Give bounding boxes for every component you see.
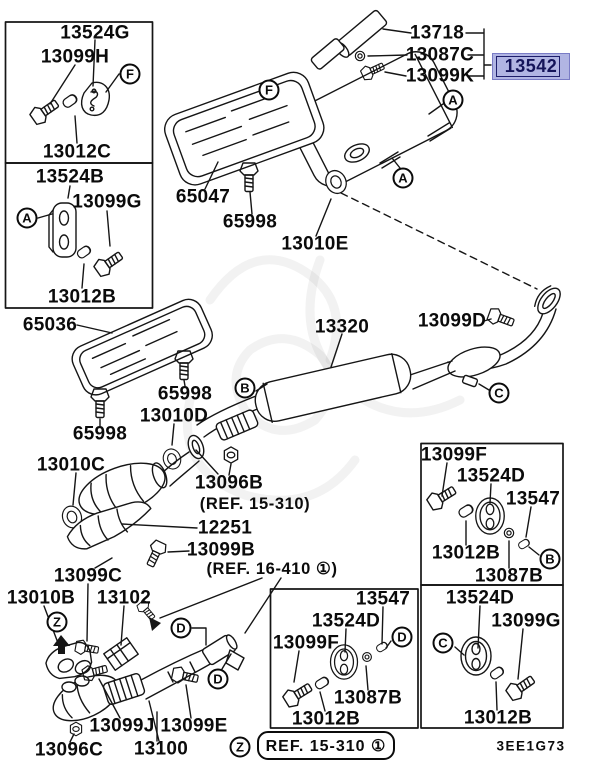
- part-label-13096b: 13096B: [194, 472, 264, 494]
- part-label-13102: 13102: [96, 587, 152, 609]
- part-label-13099d: 13099D: [417, 310, 487, 332]
- ref-marker-a: A: [442, 89, 464, 111]
- part-label-13087b: 13087B: [333, 687, 403, 709]
- part-label-13012b: 13012B: [47, 286, 117, 308]
- downpipe-drawing: [447, 285, 561, 388]
- direction-arrow: [53, 635, 70, 654]
- part-label-65998: 65998: [157, 383, 213, 405]
- front-pipe-13100: [45, 598, 245, 737]
- part-label-13524b: 13524B: [35, 166, 105, 188]
- part-label-65998: 65998: [72, 423, 128, 445]
- center-pipe-13320: [160, 352, 456, 472]
- dashed-locator-line: [340, 192, 538, 290]
- leader-lines: [37, 39, 540, 743]
- group-boxes: [4, 21, 564, 729]
- ref-marker-f: F: [258, 79, 280, 101]
- part-label-13547: 13547: [505, 488, 561, 510]
- part-label-13547: 13547: [355, 588, 411, 610]
- ref-marker-z: Z: [229, 736, 251, 758]
- part-label-13087b: 13087B: [474, 565, 544, 587]
- part-label-13099h: 13099H: [40, 46, 110, 68]
- ref-arrow: [149, 617, 161, 631]
- diagram-code: 3EE1G73: [496, 738, 566, 754]
- part-label-65047: 65047: [175, 186, 231, 208]
- part-label-13012c: 13012C: [42, 141, 112, 163]
- part-label-13524d: 13524D: [456, 465, 526, 487]
- ref-marker-d: D: [207, 668, 229, 690]
- part-label-13010c: 13010C: [36, 454, 106, 476]
- part-label-13320: 13320: [314, 316, 370, 338]
- part-label-13524d: 13524D: [311, 610, 381, 632]
- part-label-13099j: 13099J: [89, 715, 155, 737]
- part-label-13099e: 13099E: [160, 715, 228, 737]
- ref-marker-b: B: [539, 548, 561, 570]
- part-label-13524d: 13524D: [445, 587, 515, 609]
- hanger-kit-13524b: [48, 202, 127, 280]
- ref-marker-z: Z: [46, 611, 68, 633]
- part-label-13087c: 13087C: [405, 44, 475, 66]
- hanger-kit-13524d-c: [460, 636, 539, 704]
- part-label-65998: 65998: [222, 211, 278, 233]
- heat-shield-65036: [71, 298, 213, 419]
- ref-marker-c: C: [432, 632, 454, 654]
- part-label-13012b: 13012B: [431, 542, 501, 564]
- ref-marker-d: D: [170, 617, 192, 639]
- part-label-ref16410: (REF. 16-410 ①): [206, 559, 338, 578]
- part-label-13099g: 13099G: [72, 191, 142, 213]
- converter-13010c: [58, 451, 200, 570]
- part-label-13099c: 13099C: [53, 565, 123, 587]
- ref-marker-a: A: [392, 167, 414, 189]
- ref-marker-c: C: [488, 382, 510, 404]
- part-label-13010d: 13010D: [139, 405, 209, 427]
- nut-13096b: [223, 446, 239, 464]
- part-label-13099b: 13099B: [186, 539, 256, 561]
- part-label-13010b: 13010B: [6, 587, 76, 609]
- ref-marker-a: A: [16, 207, 38, 229]
- part-label-13096c: 13096C: [34, 739, 104, 761]
- part-label-65036: 65036: [22, 314, 78, 336]
- part-label-13718: 13718: [409, 22, 465, 44]
- part-label-13012b: 13012B: [291, 708, 361, 730]
- heat-shield-65047: [164, 71, 325, 193]
- nut-13096c: [69, 721, 83, 737]
- ref-box-15-310: REF. 15-310 ①: [257, 731, 395, 760]
- highlighted-part-13542[interactable]: 13542: [492, 53, 570, 80]
- part-label-13010e: 13010E: [281, 233, 349, 255]
- part-label-13099k: 13099K: [405, 65, 475, 87]
- part-label-13099f: 13099F: [420, 444, 488, 466]
- part-label-13099f: 13099F: [272, 632, 340, 654]
- part-label-ref15310: (REF. 15-310): [199, 494, 311, 513]
- part-label-13012b: 13012B: [463, 707, 533, 729]
- bolt-13099b: [142, 538, 169, 570]
- part-label-13100: 13100: [133, 738, 189, 760]
- ref-marker-d: D: [391, 626, 413, 648]
- part-label-13524g: 13524G: [60, 22, 130, 44]
- label-bracket: [367, 28, 492, 80]
- part-label-13099g: 13099G: [491, 610, 561, 632]
- hanger-kit-13524g: [27, 81, 111, 128]
- part-label-12251: 12251: [197, 517, 253, 539]
- ref-marker-b: B: [234, 377, 256, 399]
- highlight-inner-border: [496, 56, 560, 77]
- ref-marker-f: F: [119, 63, 141, 85]
- highlighted-part-number: 13542: [504, 56, 558, 76]
- washer-13087c: [354, 50, 366, 62]
